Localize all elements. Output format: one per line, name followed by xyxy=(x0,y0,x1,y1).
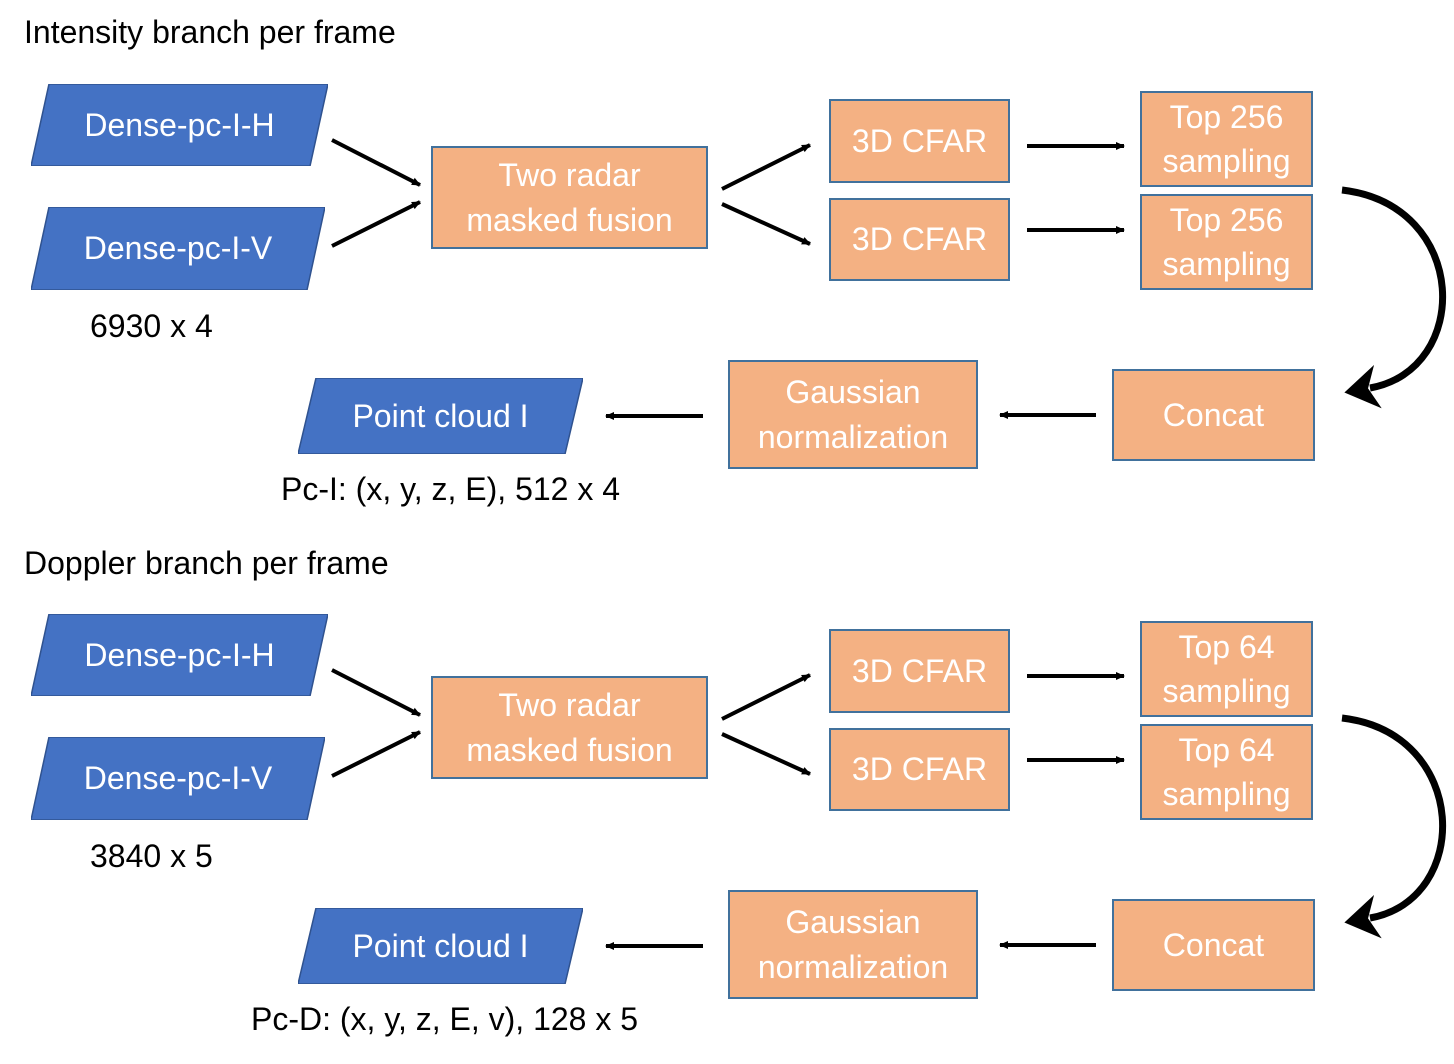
section-title: Intensity branch per frame xyxy=(24,14,396,50)
sampling-box-bottom: Top 64 sampling xyxy=(1140,724,1313,820)
input-parallelogram-h: Dense-pc-I-H xyxy=(31,84,328,166)
output-description: Pc-I: (x, y, z, E), 512 x 4 xyxy=(281,471,621,507)
connector-arrows xyxy=(331,668,1447,950)
output-parallelogram: Point cloud I xyxy=(298,908,583,984)
normalization-line-1: Gaussian xyxy=(785,374,921,411)
input-label-h: Dense-pc-I-H xyxy=(84,106,275,143)
cfar-box-bottom: 3D CFAR xyxy=(829,728,1010,811)
sampling-box-top: Top 64 sampling xyxy=(1140,621,1313,717)
sampling-top-line-1: Top 256 xyxy=(1169,98,1284,135)
fusion-line-1: Two radar xyxy=(498,687,641,724)
cfar-box-top: 3D CFAR xyxy=(829,629,1010,713)
output-parallelogram: Point cloud I xyxy=(298,378,583,454)
output-label: Point cloud I xyxy=(352,927,529,964)
fusion-line-2: masked fusion xyxy=(466,201,673,238)
concat-label: Concat xyxy=(1162,396,1265,433)
output-description: Pc-D: (x, y, z, E, v), 128 x 5 xyxy=(251,1001,639,1037)
sampling-bottom-line-1: Top 256 xyxy=(1169,201,1284,238)
sampling-bottom-line-2: sampling xyxy=(1162,776,1291,812)
input-parallelogram-v: Dense-pc-I-V xyxy=(31,207,325,290)
sampling-top-line-2: sampling xyxy=(1162,673,1291,709)
input-label-h: Dense-pc-I-H xyxy=(84,636,275,673)
normalization-line-1: Gaussian xyxy=(785,904,921,941)
sampling-top-line-1: Top 64 xyxy=(1178,628,1275,665)
cfar-box-bottom: 3D CFAR xyxy=(829,198,1010,281)
normalization-line-2: normalization xyxy=(757,418,949,455)
input-size: 3840 x 5 xyxy=(90,838,213,874)
input-size: 6930 x 4 xyxy=(90,308,213,344)
intensity-branch: Intensity branch per frame Dense-pc-I-H … xyxy=(0,0,1454,530)
sampling-bottom-line-1: Top 64 xyxy=(1178,731,1275,768)
normalization-box: Gaussian normalization xyxy=(728,890,978,999)
normalization-line-2: normalization xyxy=(757,948,949,985)
concat-label: Concat xyxy=(1162,926,1265,963)
cfar-label-bottom: 3D CFAR xyxy=(851,751,988,788)
input-parallelogram-v: Dense-pc-I-V xyxy=(31,737,325,820)
doppler-branch: Doppler branch per frame Dense-pc-I-H De… xyxy=(0,530,1454,1060)
fusion-box: Two radar masked fusion xyxy=(431,146,708,249)
concat-box: Concat xyxy=(1112,899,1315,991)
fusion-box: Two radar masked fusion xyxy=(431,676,708,779)
section-title: Doppler branch per frame xyxy=(24,545,389,581)
fusion-line-1: Two radar xyxy=(498,157,641,194)
input-label-v: Dense-pc-I-V xyxy=(83,230,273,266)
connector-arrows xyxy=(331,138,1447,420)
sampling-box-bottom: Top 256 sampling xyxy=(1140,194,1313,290)
cfar-label-top: 3D CFAR xyxy=(851,652,988,689)
sampling-bottom-line-2: sampling xyxy=(1162,246,1291,282)
output-label: Point cloud I xyxy=(352,397,529,434)
normalization-box: Gaussian normalization xyxy=(728,360,978,469)
cfar-label-bottom: 3D CFAR xyxy=(851,221,988,258)
sampling-box-top: Top 256 sampling xyxy=(1140,91,1313,187)
concat-box: Concat xyxy=(1112,369,1315,461)
input-parallelogram-h: Dense-pc-I-H xyxy=(31,614,328,696)
cfar-label-top: 3D CFAR xyxy=(851,122,988,159)
input-label-v: Dense-pc-I-V xyxy=(83,760,273,796)
sampling-top-line-2: sampling xyxy=(1162,143,1291,179)
cfar-box-top: 3D CFAR xyxy=(829,99,1010,183)
fusion-line-2: masked fusion xyxy=(466,731,673,768)
